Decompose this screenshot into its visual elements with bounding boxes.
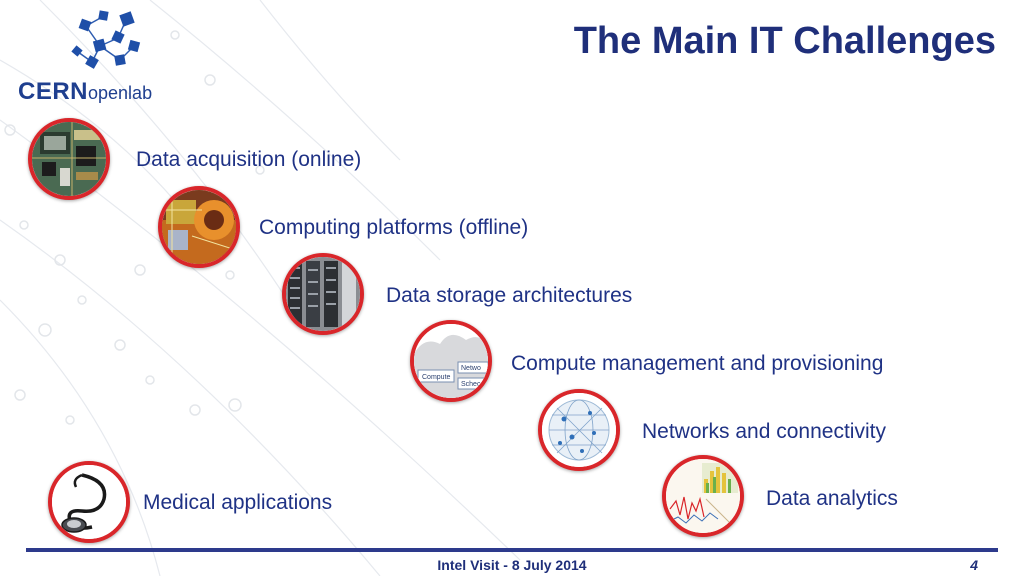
- stethoscope-icon: [48, 461, 130, 543]
- circuit-board-icon: [28, 118, 110, 200]
- thumb-network-text: Netwo: [461, 365, 481, 372]
- network-globe-icon: [538, 389, 620, 471]
- cern-openlab-logo: CERNopenlab: [14, 8, 164, 108]
- analytics-chart-icon: [662, 455, 744, 537]
- detector-icon: [158, 186, 240, 268]
- thumb-scheduler-text: Schec: [461, 381, 481, 388]
- item-label: Computing platforms (offline): [259, 216, 529, 239]
- page-number: 4: [970, 557, 978, 573]
- footer-divider: [26, 548, 998, 552]
- server-racks-icon: [282, 253, 364, 335]
- thumb-compute-text: Compute: [422, 374, 451, 381]
- logo-sub-text: openlab: [88, 83, 153, 103]
- logo-network-icon: [71, 10, 141, 69]
- logo-text: CERNopenlab: [18, 78, 152, 106]
- item-label: Compute management and provisioning: [511, 352, 884, 375]
- item-label: Medical applications: [143, 491, 333, 514]
- logo-main-text: CERN: [18, 78, 89, 105]
- footer-text: Intel Visit - 8 July 2014: [437, 557, 587, 573]
- item-label: Data acquisition (online): [136, 148, 362, 171]
- item-label: Data storage architectures: [386, 284, 633, 307]
- item-label: Networks and connectivity: [642, 420, 886, 443]
- item-label: Data analytics: [766, 487, 898, 510]
- slide-title: The Main IT Challenges: [573, 20, 996, 62]
- cloud-diagram-icon: Compute Netwo Schec: [410, 320, 492, 402]
